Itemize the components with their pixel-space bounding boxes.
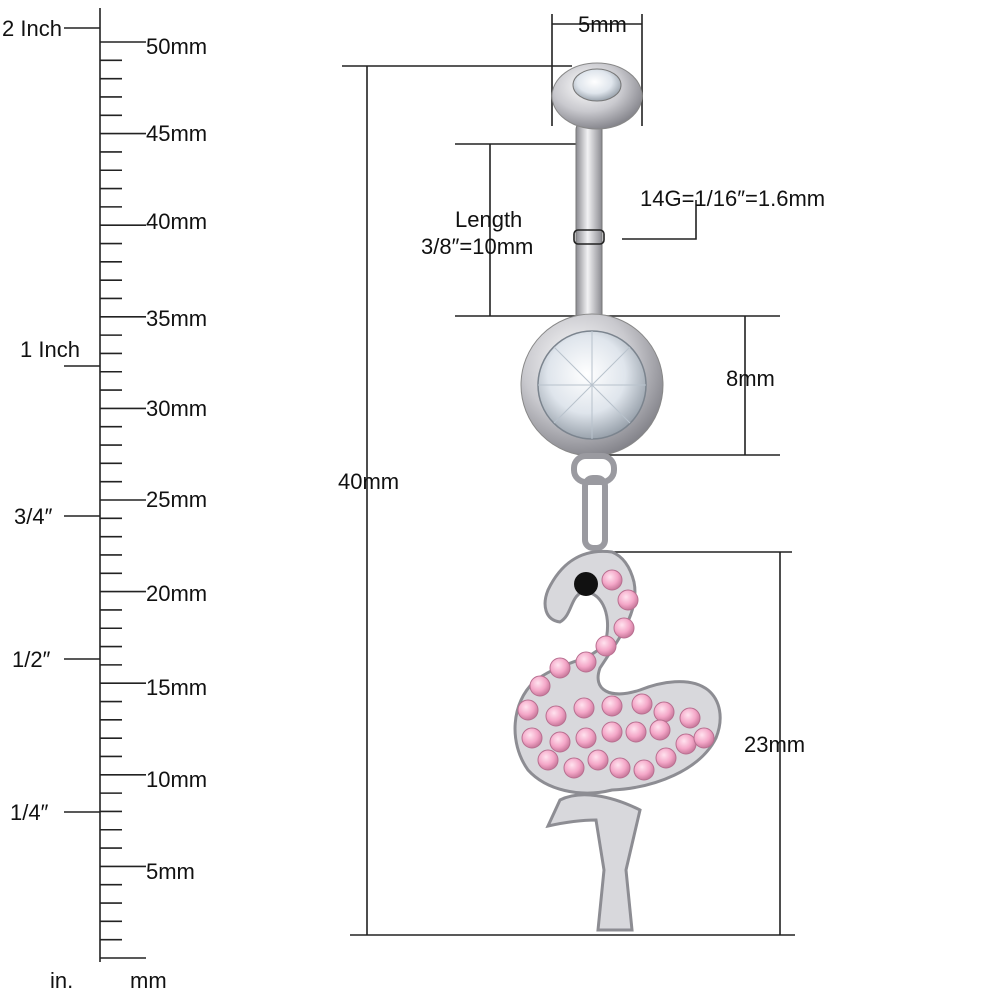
belly-ring-illustration <box>513 62 722 932</box>
pink-crystal <box>587 749 609 771</box>
pink-crystal <box>573 697 595 719</box>
pink-crystal <box>617 589 639 611</box>
pink-crystals <box>517 569 715 781</box>
pink-crystal <box>521 727 543 749</box>
pink-crystal <box>549 731 571 753</box>
ruler: 2 Inch 1 Inch 3/4″ 1/2″ 1/4″ 50mm 45mm 4… <box>2 8 207 993</box>
pink-crystal <box>601 569 623 591</box>
pink-crystal <box>649 719 671 741</box>
mm-label-10: 10mm <box>146 767 207 792</box>
pink-crystal <box>595 635 617 657</box>
mm-label-15: 15mm <box>146 675 207 700</box>
inch-label-1: 1 Inch <box>20 337 80 362</box>
gem-facets <box>538 331 646 439</box>
bar-length-title: Length <box>455 207 522 232</box>
flamingo-legs <box>545 793 642 932</box>
mm-label-25: 25mm <box>146 487 207 512</box>
mm-label-45: 45mm <box>146 121 207 146</box>
mm-label-5: 5mm <box>146 859 195 884</box>
mm-label-30: 30mm <box>146 396 207 421</box>
pink-crystal <box>653 701 675 723</box>
pink-crystal <box>575 651 597 673</box>
unit-mm-label: mm <box>130 968 167 993</box>
inch-label-1-2: 1/2″ <box>12 647 51 672</box>
mm-labels: 50mm 45mm 40mm 35mm 30mm 25mm 20mm 15mm … <box>146 34 207 884</box>
jump-ring <box>571 453 617 485</box>
mm-label-20: 20mm <box>146 581 207 606</box>
pink-crystal <box>517 699 539 721</box>
pink-crystal <box>545 705 567 727</box>
inch-label-3-4: 3/4″ <box>14 504 53 529</box>
mm-label-50: 50mm <box>146 34 207 59</box>
dimension-lines: 5mm 40mm Length 3/8″=10mm 14G=1/16″=1.6m… <box>338 12 825 936</box>
gem-diameter-label: 8mm <box>726 366 775 391</box>
charm-length-label: 23mm <box>744 732 805 757</box>
gauge-label: 14G=1/16″=1.6mm <box>640 186 825 211</box>
pink-crystal <box>679 707 701 729</box>
barbell-bar <box>575 119 603 326</box>
inch-labels: 2 Inch 1 Inch 3/4″ 1/2″ 1/4″ <box>2 16 100 825</box>
pink-crystal <box>601 695 623 717</box>
pink-crystal <box>609 757 631 779</box>
pink-crystal <box>655 747 677 769</box>
flamingo-eye <box>574 572 598 596</box>
pink-crystal <box>563 757 585 779</box>
mm-label-35: 35mm <box>146 306 207 331</box>
total-length-label: 40mm <box>338 469 399 494</box>
top-ball-crystal <box>572 68 622 102</box>
gauge-callout-line <box>622 200 697 240</box>
pink-crystal <box>613 617 635 639</box>
ruler-ticks <box>100 41 146 959</box>
pink-crystal <box>625 721 647 743</box>
pink-crystal <box>693 727 715 749</box>
inch-label-1-4: 1/4″ <box>10 800 49 825</box>
pink-crystal <box>549 657 571 679</box>
pink-crystal <box>675 733 697 755</box>
pink-crystal <box>601 721 623 743</box>
mm-label-40: 40mm <box>146 209 207 234</box>
charm-link <box>582 475 608 551</box>
pink-crystal <box>631 693 653 715</box>
pink-crystal <box>633 759 655 781</box>
pink-crystal <box>529 675 551 697</box>
unit-inch-label: in. <box>50 968 73 993</box>
pink-crystal <box>537 749 559 771</box>
gauge-marker <box>573 229 605 245</box>
pink-crystal <box>575 727 597 749</box>
ball-width-label: 5mm <box>578 12 627 37</box>
inch-label-2: 2 Inch <box>2 16 62 41</box>
bar-length-value: 3/8″=10mm <box>421 234 533 259</box>
